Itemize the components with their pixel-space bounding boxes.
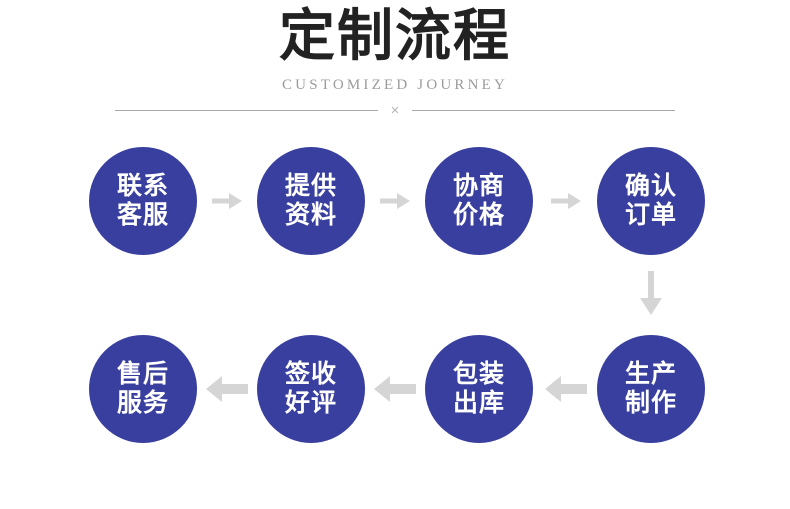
section-divider: × (115, 101, 675, 119)
page-title: 定制流程 (279, 4, 511, 67)
arrow-left-icon (206, 374, 248, 404)
flow-step-receive-and-review[interactable]: 签收 好评 (257, 335, 365, 443)
flow-step-label-line2: 服务 (116, 389, 169, 417)
arrow-left-icon (545, 374, 587, 404)
flow-step-after-sales-service[interactable]: 售后 服务 (89, 335, 197, 443)
arrow-right-icon (380, 189, 410, 213)
flow-step-label-line2: 好评 (284, 389, 337, 417)
flow-step-label-line1: 包装 (452, 360, 505, 388)
arrow-down-icon (638, 271, 664, 315)
flow-step-confirm-order[interactable]: 确认 订单 (597, 147, 705, 255)
flow-step-negotiate-price[interactable]: 协商 价格 (425, 147, 533, 255)
flow-step-label-line1: 协商 (452, 172, 505, 200)
flow-step-label-line1: 提供 (284, 172, 337, 200)
divider-line-left (115, 109, 378, 111)
flow-step-label-line2: 资料 (284, 201, 337, 229)
page-subtitle: CUSTOMIZED JOURNEY (281, 77, 509, 93)
flow-step-contact-service[interactable]: 联系 客服 (89, 147, 197, 255)
flow-row-2: 售后 服务 签收 好评 包装 出库 生产 制作 (0, 335, 790, 445)
flow-step-label-line2: 出库 (452, 389, 505, 417)
flow-step-label-line1: 联系 (116, 172, 169, 200)
divider-line-right (412, 109, 675, 111)
flow-step-production[interactable]: 生产 制作 (597, 335, 705, 443)
flow-step-label-line2: 制作 (624, 389, 677, 417)
flow-row-1: 联系 客服 提供 资料 协商 价格 确认 订单 (0, 147, 790, 257)
flow-step-label-line2: 订单 (624, 201, 677, 229)
flow-step-label-line2: 价格 (452, 201, 505, 229)
arrow-right-icon (551, 189, 581, 213)
flow-step-provide-materials[interactable]: 提供 资料 (257, 147, 365, 255)
header: 定制流程 CUSTOMIZED JOURNEY (0, 0, 790, 94)
flow-step-label-line1: 售后 (116, 360, 169, 388)
flow-step-label-line1: 签收 (284, 360, 337, 388)
flow-step-label-line1: 生产 (624, 360, 677, 388)
arrow-left-icon (374, 374, 416, 404)
flow-step-label-line2: 客服 (116, 201, 169, 229)
flow-step-packing-and-shipping[interactable]: 包装 出库 (425, 335, 533, 443)
divider-cross-icon: × (390, 101, 400, 119)
arrow-right-icon (212, 189, 242, 213)
flow-step-label-line1: 确认 (624, 172, 677, 200)
